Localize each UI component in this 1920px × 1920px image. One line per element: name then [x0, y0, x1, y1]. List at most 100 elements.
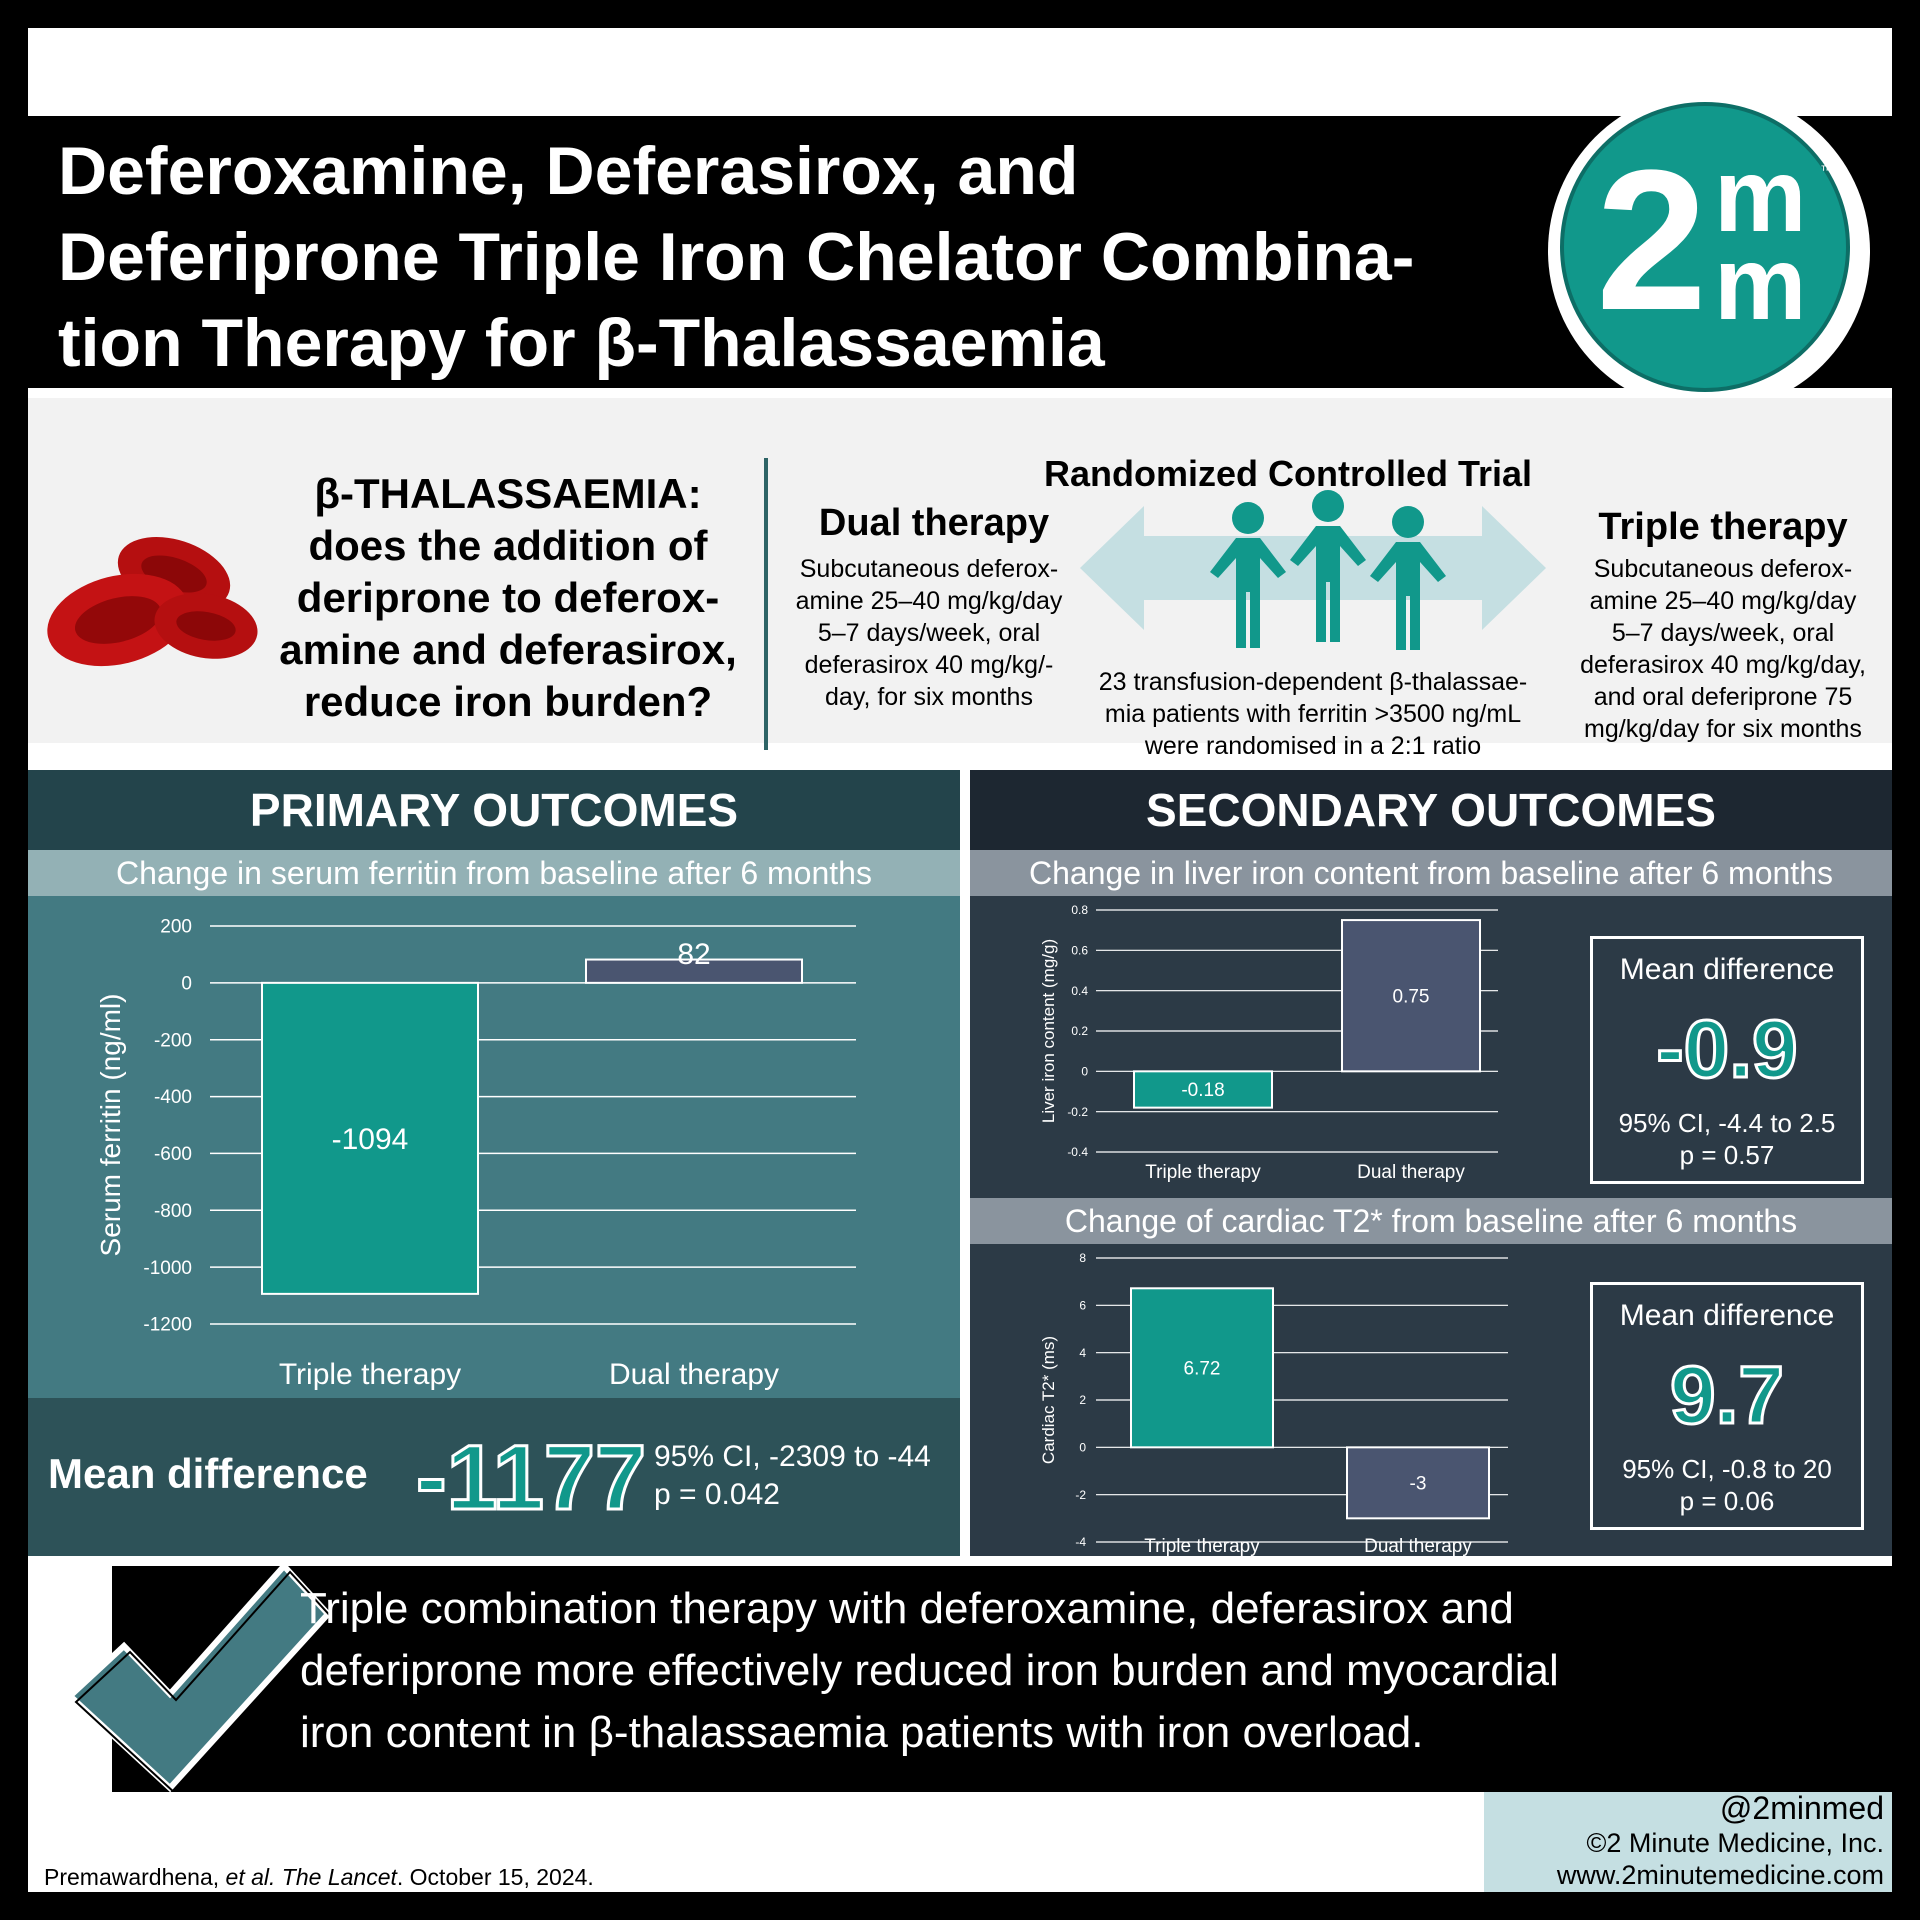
secondary-header: SECONDARY OUTCOMES [970, 770, 1892, 850]
y-axis-label: Cardiac T2* (ms) [1039, 1336, 1058, 1464]
research-question: β-THALASSAEMIA: does the addition of der… [268, 468, 748, 728]
liver-ci: 95% CI, -4.4 to 2.5 [1618, 1108, 1836, 1138]
dual-line: deferasirox 40 mg/kg/- [804, 651, 1054, 679]
y-tick-label: 6 [1079, 1299, 1086, 1313]
y-tick-label: -200 [154, 1030, 192, 1051]
x-tick-label: Triple therapy [1144, 1536, 1260, 1556]
citation-journal: et al. The Lancet [225, 1864, 397, 1890]
triple-line: and oral deferiprone 75 [1593, 683, 1853, 711]
title-line-1: Deferoxamine, Deferasirox, and [58, 133, 1079, 209]
data-label: -3 [1410, 1473, 1427, 1494]
conclusion-line: iron content in β-thalassaemia patients … [300, 1708, 1424, 1757]
y-tick-label: -2 [1075, 1488, 1086, 1502]
conclusion-line: Triple combination therapy with deferoxa… [300, 1584, 1514, 1633]
y-tick-label: 0 [1079, 1441, 1086, 1455]
population-line: 23 transfusion-dependent β-thalassae- [1098, 668, 1528, 696]
liver-mean-label: Mean difference [1619, 953, 1835, 986]
red-blood-cells-icon [47, 537, 258, 667]
triple-line: Subcutaneous deferox- [1593, 555, 1853, 583]
y-tick-label: -400 [154, 1087, 192, 1108]
cardiac-mean-difference-box: Mean difference 9.7 95% CI, -0.8 to 20 p… [1590, 1282, 1864, 1530]
triple-line: mg/kg/day for six months [1584, 715, 1862, 743]
population-line: mia patients with ferritin >3500 ng/mL [1104, 700, 1522, 728]
cardiac-mean-value: 9.7 [1669, 1349, 1786, 1443]
dual-line: Subcutaneous deferox- [799, 555, 1059, 583]
x-tick-label: Dual therapy [1364, 1536, 1472, 1556]
triple-line: amine 25–40 mg/kg/day [1589, 587, 1857, 615]
mean-difference-value: -1177 [414, 1426, 647, 1531]
data-label: 0.75 [1393, 986, 1430, 1007]
conclusion-text: Triple combination therapy with deferoxa… [300, 1578, 1860, 1764]
citation-authors: Premawardhena, [44, 1864, 226, 1890]
2minutemedicine-logo: 2 m m ™ [1548, 90, 1870, 412]
primary-subheading: Change in serum ferritin from baseline a… [28, 850, 960, 896]
confidence-interval: 95% CI, -2309 to -44 [654, 1440, 931, 1473]
logo-circle: 2 m m ™ [1560, 102, 1850, 392]
y-tick-label: 0.2 [1071, 1024, 1088, 1038]
bar-dual-therapy [585, 958, 803, 984]
y-axis-label: Liver iron content (mg/g) [1039, 939, 1058, 1123]
primary-outcomes-panel: PRIMARY OUTCOMES Change in serum ferriti… [28, 770, 960, 1556]
p-value: p = 0.042 [654, 1478, 780, 1511]
question-heading: β-THALASSAEMIA: [314, 470, 702, 517]
page-title: Deferoxamine, Deferasirox, and Deferipro… [58, 128, 1558, 386]
patients-icon [1210, 490, 1446, 650]
footer-credits: @2minmed ©2 Minute Medicine, Inc. www.2m… [1484, 1790, 1892, 1892]
bar-triple-therapy [1133, 1070, 1273, 1109]
triple-line: deferasirox 40 mg/kg/day, [1580, 651, 1866, 679]
y-tick-label: -1200 [143, 1315, 192, 1336]
triple-therapy-title: Triple therapy [1598, 506, 1848, 548]
data-label: -1094 [332, 1123, 409, 1156]
logo-trademark: ™ [1820, 162, 1834, 178]
secondary-heading: SECONDARY OUTCOMES [1146, 784, 1716, 836]
cardiac-p-value: p = 0.06 [1679, 1486, 1775, 1516]
logo-letter-bottom: m [1714, 226, 1807, 342]
bar-triple-therapy [1130, 1287, 1274, 1449]
data-label: -0.18 [1181, 1080, 1224, 1101]
cardiac-ci: 95% CI, -0.8 to 20 [1622, 1454, 1832, 1484]
study-overview: β-THALASSAEMIA: does the addition of der… [28, 398, 1892, 760]
x-tick-label: Triple therapy [279, 1358, 461, 1391]
x-tick-label: Dual therapy [1357, 1162, 1465, 1183]
logo-letter-top: m [1714, 138, 1807, 254]
cardiac-mean-label: Mean difference [1619, 1299, 1835, 1332]
citation-date: . October 15, 2024. [396, 1864, 594, 1890]
social-handle: @2minmed [1719, 1790, 1884, 1826]
divider [764, 458, 768, 750]
population-description: 23 transfusion-dependent β-thalassae- mi… [1078, 666, 1548, 762]
primary-mean-difference: Mean difference -1177 95% CI, -2309 to -… [28, 1398, 960, 1556]
y-tick-label: 8 [1079, 1251, 1086, 1265]
liver-subheading: Change in liver iron content from baseli… [970, 850, 1892, 896]
y-tick-label: -600 [154, 1144, 192, 1165]
bar-dual-therapy [1346, 1446, 1490, 1520]
dual-line: 5–7 days/week, oral [817, 619, 1041, 647]
conclusion-line: deferiprone more effectively reduced iro… [300, 1646, 1559, 1695]
population-line: were randomised in a 2:1 ratio [1144, 732, 1482, 760]
question-line-1: does the addition of [308, 522, 708, 569]
bar-dual-therapy [1341, 919, 1481, 1073]
data-label: 82 [677, 938, 710, 971]
checkmark-icon [66, 1562, 330, 1792]
liver-mean-value: -0.9 [1655, 1003, 1799, 1097]
y-tick-label: -0.4 [1067, 1145, 1088, 1159]
website-link[interactable]: www.2minutemedicine.com [1556, 1860, 1884, 1890]
y-tick-label: 0 [181, 974, 192, 995]
dual-therapy-description: Subcutaneous deferox- amine 25–40 mg/kg/… [774, 553, 1084, 713]
title-line-3: tion Therapy for β-Thalassaemia [58, 305, 1105, 381]
y-tick-label: 0.4 [1071, 984, 1088, 998]
primary-header: PRIMARY OUTCOMES [28, 770, 960, 850]
citation: Premawardhena, et al. The Lancet. Octobe… [44, 1864, 594, 1891]
data-label: 6.72 [1184, 1358, 1221, 1379]
y-tick-label: -4 [1075, 1535, 1086, 1549]
title-line-2: Deferiprone Triple Iron Chelator Combina… [58, 219, 1415, 295]
triple-line: 5–7 days/week, oral [1611, 619, 1835, 647]
question-line-3: amine and deferasirox, [279, 626, 737, 673]
y-tick-label: 0 [1081, 1065, 1088, 1079]
y-tick-label: 200 [160, 917, 192, 938]
rct-title: Randomized Controlled Trial [1043, 453, 1533, 494]
y-tick-label: 0.6 [1071, 944, 1088, 958]
x-tick-label: Dual therapy [609, 1358, 779, 1391]
